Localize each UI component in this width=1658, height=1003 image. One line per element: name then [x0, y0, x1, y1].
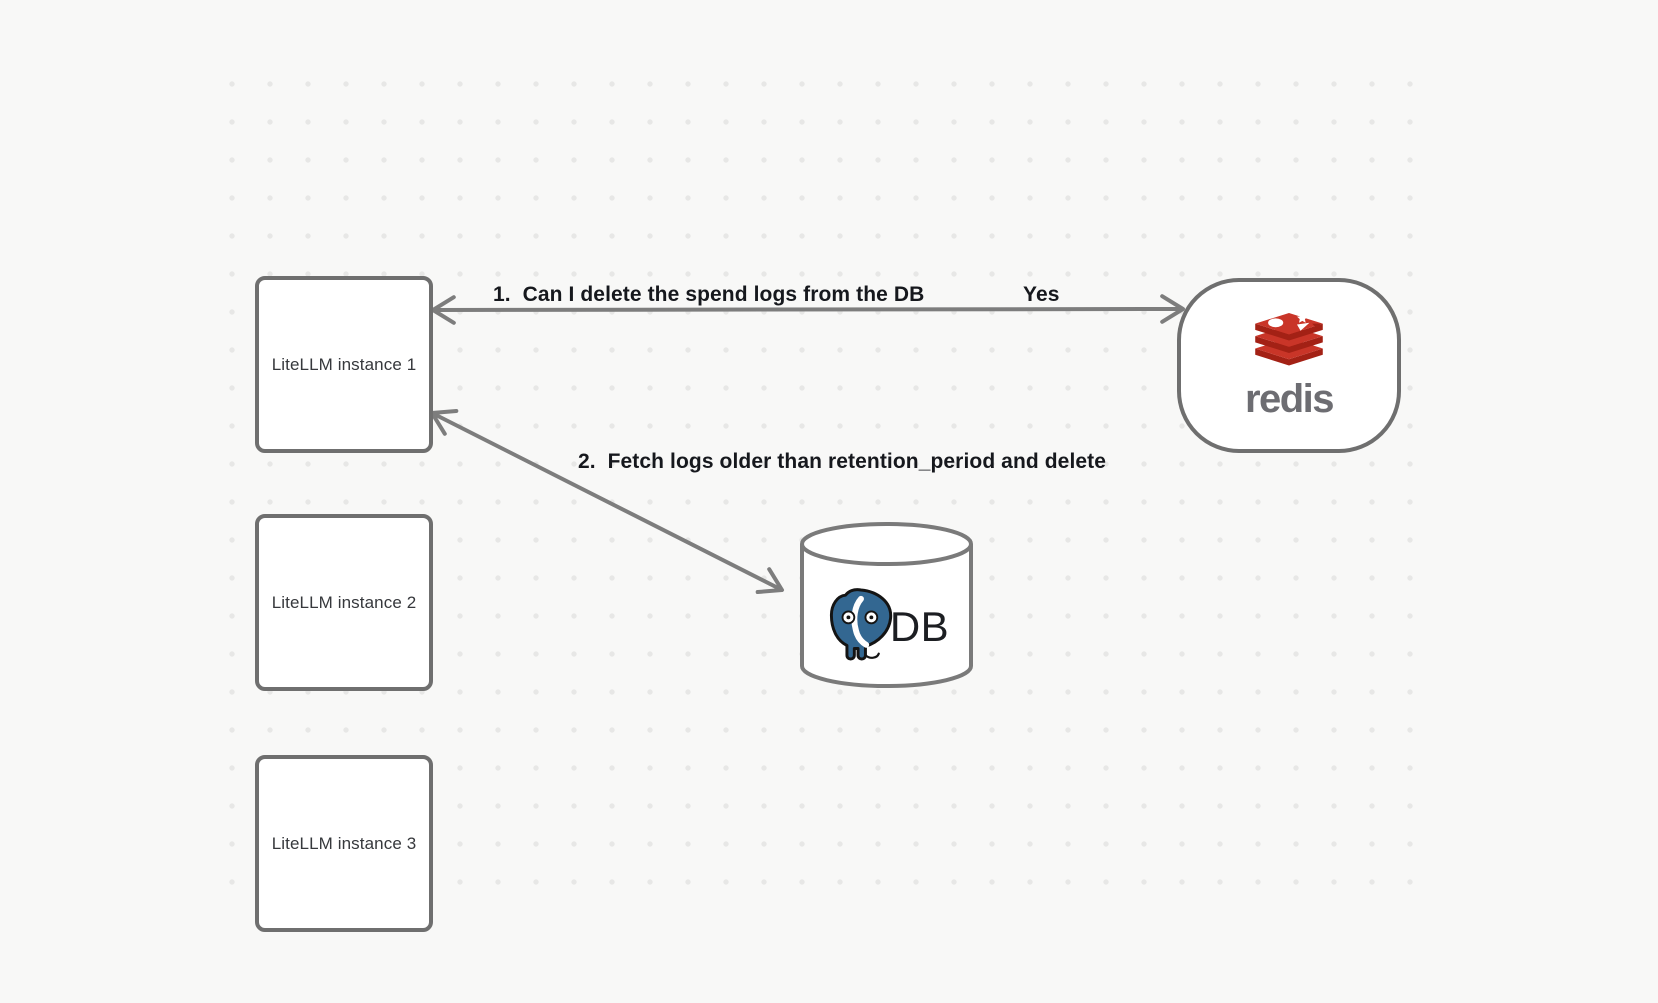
- node-litellm-instance-3-label: LiteLLM instance 3: [271, 833, 417, 853]
- edge1-answer-label: Yes: [1023, 283, 1060, 306]
- redis-stack-icon: [1255, 312, 1323, 365]
- postgresql-elephant-icon: [829, 588, 892, 661]
- node-litellm-instance-2-label: LiteLLM instance 2: [271, 592, 417, 612]
- node-litellm-instance-2[interactable]: LiteLLM instance 2: [255, 514, 433, 691]
- edge1-label: 1. Can I delete the spend logs from the …: [493, 283, 925, 306]
- database-content: DB: [798, 572, 975, 682]
- node-redis[interactable]: redis: [1177, 278, 1401, 453]
- edge2-label: 2. Fetch logs older than retention_perio…: [578, 450, 1107, 473]
- node-database[interactable]: DB: [798, 520, 975, 692]
- node-litellm-instance-1[interactable]: LiteLLM instance 1: [255, 276, 433, 453]
- node-litellm-instance-1-label: LiteLLM instance 1: [271, 354, 417, 374]
- node-litellm-instance-3[interactable]: LiteLLM instance 3: [255, 755, 433, 932]
- database-label: DB: [889, 603, 950, 650]
- redis-wordmark: redis: [1244, 376, 1335, 421]
